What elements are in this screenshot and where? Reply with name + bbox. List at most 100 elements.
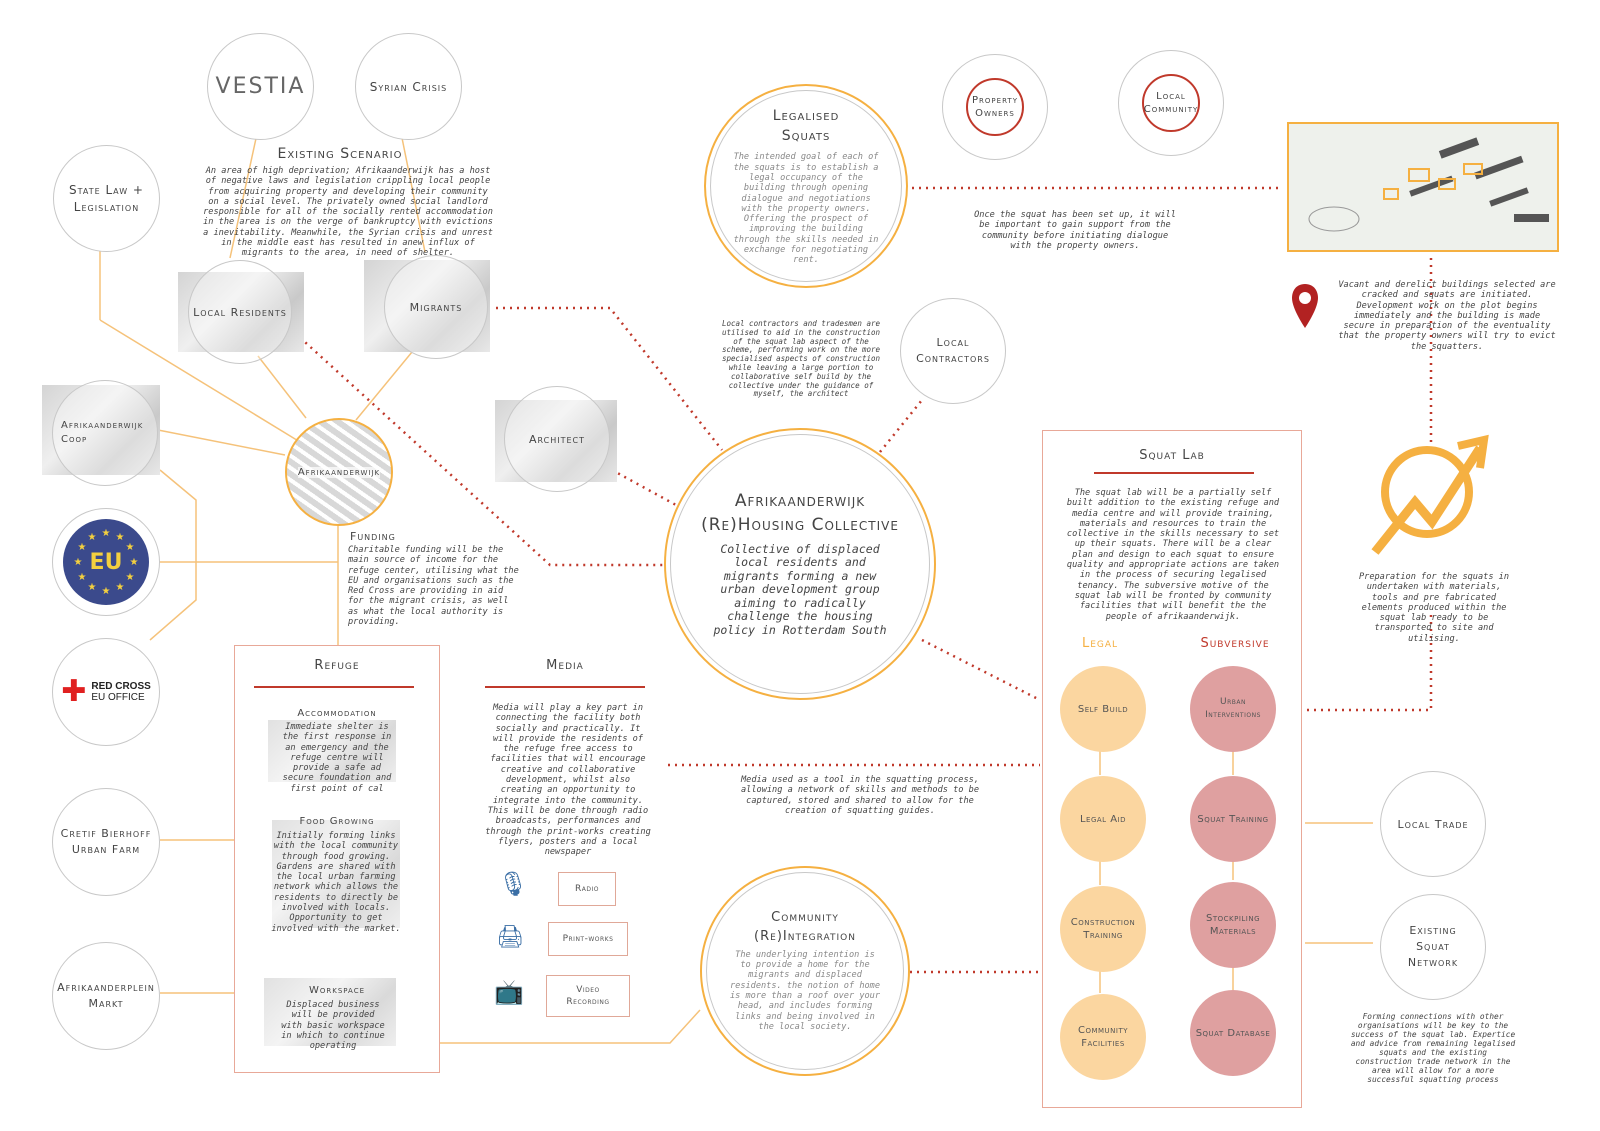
squat-network-label: Existing Squat Network: [1407, 924, 1459, 969]
network-note: Forming connections with other organisat…: [1350, 1012, 1516, 1084]
accommodation-photo: [268, 720, 396, 782]
state-law-node: State Law + Legislation: [53, 145, 160, 252]
subversive-node-stockpiling-materials: Stockpiling Materials: [1190, 882, 1276, 968]
local-trade-label: Local Trade: [1397, 817, 1469, 831]
legal-node-legal-aid: Legal Aid: [1060, 776, 1146, 862]
squat-lab-underline: [1094, 472, 1254, 474]
refuge-title: Refuge: [314, 658, 360, 673]
print-pill: Print-works: [548, 922, 628, 956]
center-text: Collective of displaced local residents …: [713, 541, 887, 637]
community-integration-node: Community (Re)Integration The underlying…: [700, 866, 910, 1076]
red-cross-line2: EU OFFICE: [91, 692, 145, 703]
community-title-line1: Community: [771, 909, 839, 925]
red-cross-line1: RED CROSS: [91, 681, 151, 692]
line-vestia-residents: [229, 119, 261, 259]
eu-flag-icon: ★★★★ ★★★★ ★★★★ EU: [63, 519, 149, 605]
local-community-label: Local Community: [1143, 91, 1199, 115]
food-title: Food Growing: [299, 816, 375, 827]
legalised-squats-title: Legalised Squats: [772, 108, 840, 145]
workspace-title: Workspace: [308, 985, 366, 996]
local-trade-node: Local Trade: [1380, 771, 1486, 877]
workspace-text: Displaced business will be provided with…: [281, 1000, 385, 1052]
tv-icon: 📺: [494, 978, 524, 1006]
funding-text: Charitable funding will be the main sour…: [348, 545, 519, 628]
legal-heading: Legal: [1081, 636, 1119, 651]
site-map: [1287, 122, 1559, 252]
property-owners-node: Property Owners: [942, 54, 1048, 160]
community-text: The underlying intention is to provide a…: [729, 949, 881, 1032]
markt-label: Afrikaanderplein Markt: [57, 981, 155, 1010]
microphone-icon: 🎙: [498, 870, 529, 898]
cretif-label: Cretif Bierhoff Urban Farm: [60, 827, 152, 856]
svg-text:★: ★: [116, 532, 125, 543]
contractors-note: Local contractors and tradesmen are util…: [721, 319, 881, 399]
migrants-label: Migrants: [409, 300, 463, 314]
svg-text:★: ★: [102, 586, 111, 597]
architect-label: Architect: [528, 432, 586, 446]
legalised-squats-text: The intended goal of each of the squats …: [733, 152, 879, 266]
media-underline: [485, 686, 645, 688]
coop-node: Afrikaanderwijk Coop: [52, 380, 158, 486]
site-map-drawing: [1289, 124, 1557, 250]
subversive-node-squat-training: Squat Training: [1190, 776, 1276, 862]
legalised-squats-node: Legalised Squats The intended goal of ea…: [704, 84, 908, 288]
eu-stars-icon: ★★★★ ★★★★ ★★★★: [74, 528, 139, 597]
local-residents-label: Local Residents: [193, 305, 287, 319]
accommodation-title: Accommodation: [297, 708, 377, 719]
map-pin-icon: [1292, 284, 1318, 328]
eu-node: ★★★★ ★★★★ ★★★★ EU: [52, 508, 160, 616]
svg-text:★: ★: [88, 582, 97, 593]
local-contractors-node: Local Contractors: [900, 298, 1006, 404]
video-pill: Video Recording: [546, 975, 630, 1017]
vestia-node: VESTIA: [207, 33, 314, 140]
legal-node-self-build: Self Build: [1060, 666, 1146, 752]
support-note: Once the squat has been set up, it will …: [974, 210, 1176, 251]
syrian-crisis-node: Syrian Crisis: [355, 33, 462, 140]
afrikaanderwijk-map-label: Afrikaanderwijk: [297, 466, 381, 478]
media-title: Media: [546, 658, 584, 673]
coop-label: Afrikaanderwijk Coop: [61, 420, 144, 445]
legal-node-construction-training: Construction Training: [1060, 886, 1146, 972]
cretif-node: Cretif Bierhoff Urban Farm: [52, 788, 160, 896]
funding-title: Funding: [350, 530, 396, 543]
vestia-logo: VESTIA: [215, 74, 306, 99]
food-photo: [272, 820, 400, 928]
svg-text:★: ★: [74, 557, 83, 568]
refuge-panel: [234, 645, 440, 1073]
architect-node: Architect: [504, 386, 610, 492]
red-cross-icon: ✚: [61, 674, 87, 709]
svg-text:★: ★: [130, 557, 139, 568]
svg-text:★: ★: [88, 532, 97, 543]
food-text: Initially forming links with the local c…: [271, 831, 401, 934]
subversive-node-urban-interventions: Urban Interventions: [1190, 666, 1276, 752]
collective-center-node: Afrikaanderwijk (Re)Housing Collective C…: [664, 428, 936, 700]
refuge-underline: [254, 686, 414, 688]
property-owners-label: Property Owners: [972, 95, 1018, 119]
squat-lab-text: The squat lab will be a partially self b…: [1066, 488, 1280, 622]
squat-network-node: Existing Squat Network: [1380, 894, 1486, 1000]
local-contractors-label: Local Contractors: [916, 336, 990, 365]
accommodation-text: Immediate shelter is the first response …: [282, 722, 392, 794]
print-icon: 🖨: [496, 925, 524, 950]
local-residents-node: Local Residents: [188, 260, 292, 364]
media-text: Media will play a key part in connecting…: [485, 703, 651, 858]
property-owners-ring: Property Owners: [966, 78, 1024, 136]
existing-scenario-title: Existing Scenario: [277, 146, 403, 162]
syrian-crisis-label: Syrian Crisis: [369, 79, 448, 94]
svg-text:★: ★: [78, 542, 87, 553]
squat-lab-panel: [1042, 430, 1302, 1108]
svg-text:★: ★: [126, 542, 135, 553]
svg-text:★: ★: [116, 582, 125, 593]
red-cross-node: ✚ RED CROSS EU OFFICE: [52, 638, 160, 746]
markt-node: Afrikaanderplein Markt: [52, 942, 160, 1050]
center-title-line1: Afrikaanderwijk: [734, 490, 866, 511]
existing-scenario-text: An area of high deprivation; Afrikaander…: [203, 166, 493, 259]
community-title-line2: (Re)Integration: [754, 928, 856, 944]
center-title-line2: (Re)Housing Collective: [701, 514, 899, 535]
subversive-heading: Subversive: [1200, 636, 1270, 651]
vacant-note: Vacant and derelict buildings selected a…: [1338, 280, 1556, 352]
media-note: Media used as a tool in the squatting pr…: [741, 775, 979, 816]
svg-text:★: ★: [126, 572, 135, 583]
